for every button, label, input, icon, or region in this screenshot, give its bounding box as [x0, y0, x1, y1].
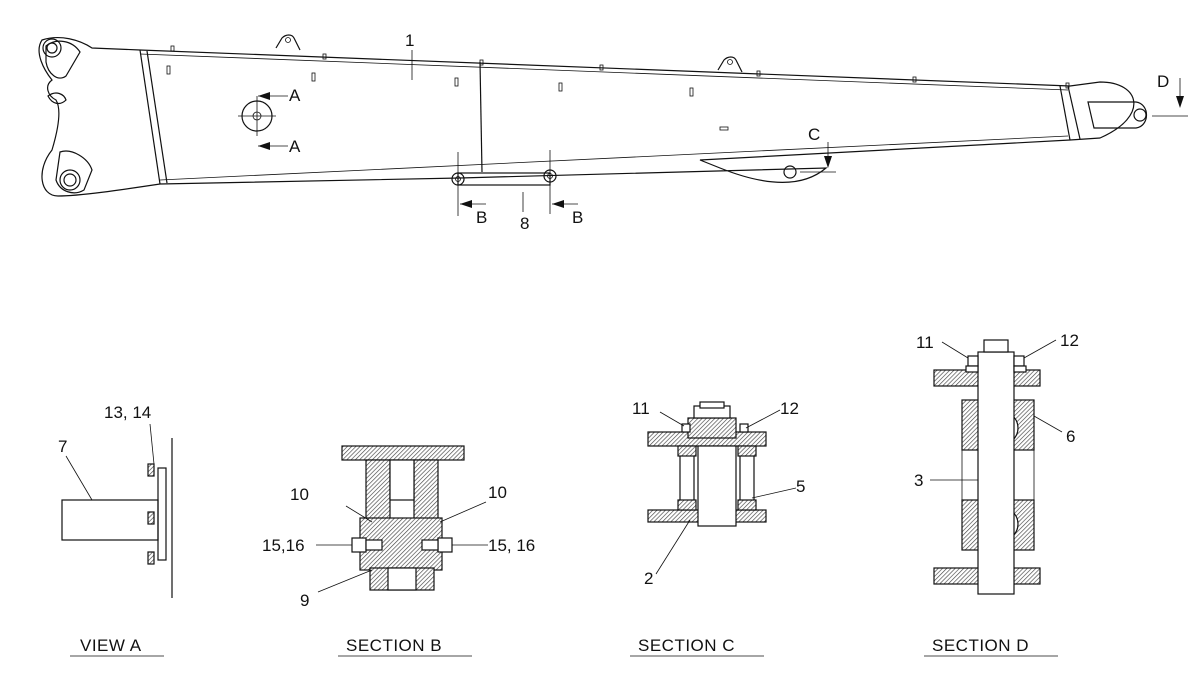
section-d-callout-3: 3 [914, 471, 923, 490]
callout-1: 1 [405, 31, 414, 50]
section-d-callout-6: 6 [1066, 427, 1075, 446]
section-c-callout-5: 5 [796, 477, 805, 496]
section-d-detail [924, 339, 1063, 657]
caption-section-d: SECTION D [932, 636, 1029, 655]
section-c-callout-12: 12 [780, 399, 799, 418]
section-c-callout-11: 11 [632, 399, 650, 418]
section-b-callout-15-16-right: 15, 16 [488, 536, 535, 555]
section-d-callout-12: 12 [1060, 331, 1079, 350]
callout-c: C [808, 125, 820, 144]
view-a-callout-7: 7 [58, 437, 67, 456]
section-c-callout-2: 2 [644, 569, 653, 588]
callout-b-left: B [476, 208, 487, 227]
callout-a-bottom: A [289, 137, 301, 156]
section-b-callout-9: 9 [300, 591, 309, 610]
section-b-callout-10-left: 10 [290, 485, 309, 504]
section-b-detail [316, 445, 488, 657]
callout-8: 8 [520, 214, 529, 233]
caption-section-b: SECTION B [346, 636, 442, 655]
callout-b-right: B [572, 208, 583, 227]
boom-elevation [38, 34, 1188, 216]
caption-view-a: VIEW A [80, 636, 142, 655]
section-d-callout-11: 11 [916, 333, 934, 352]
section-b-callout-10-right: 10 [488, 483, 507, 502]
section-b-callout-15-16-left: 15,16 [262, 536, 305, 555]
view-a-callout-13-14: 13, 14 [104, 403, 151, 422]
view-a-detail [61, 423, 173, 657]
callout-d: D [1157, 72, 1169, 91]
section-c-detail [630, 401, 797, 657]
elevation-callouts: 1 A A B B 8 C D [289, 31, 1169, 233]
callout-a-top: A [289, 86, 301, 105]
caption-section-c: SECTION C [638, 636, 735, 655]
